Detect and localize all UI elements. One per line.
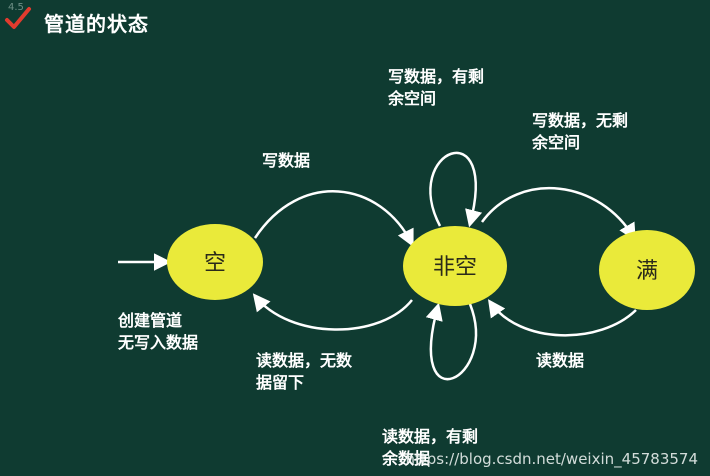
state-full-label: 满	[636, 259, 658, 284]
label-write-has-space-line1: 写数据，有剩	[388, 67, 485, 86]
arrow-write-nonempty-to-full	[480, 187, 636, 242]
label-create-line1: 创建管道	[118, 311, 183, 330]
watermark-url: https://blog.csdn.net/weixin_45783574	[405, 450, 698, 468]
label-create-pipe: 创建管道 无写入数据	[118, 310, 198, 354]
label-write-has-space-line2: 余空间	[388, 89, 437, 108]
label-write-data: 写数据	[262, 151, 311, 170]
label-read-has-remaining-line2: 余数据	[382, 449, 431, 468]
label-read-has-remaining-line1: 读数据，有剩	[382, 427, 479, 446]
check-icon	[5, 7, 31, 29]
label-write-no-space-line1: 写数据，无剩	[532, 111, 629, 130]
label-write-no-space-line2: 余空间	[532, 133, 581, 152]
state-nonempty-label: 非空	[433, 255, 477, 280]
label-read-no-data-line1: 读数据，无数	[256, 351, 353, 370]
state-full: 满	[599, 230, 695, 310]
arrow-read-full-to-nonempty	[487, 299, 637, 337]
arrow-read-nonempty-to-empty	[252, 293, 413, 331]
state-nonempty: 非空	[403, 226, 507, 306]
label-write-has-space: 写数据，有剩 余空间	[388, 66, 484, 110]
arrow-self-loop-write	[429, 151, 483, 228]
label-read-no-data-left: 读数据，无数 据留下	[256, 350, 352, 394]
arrow-self-loop-read	[425, 302, 478, 381]
label-write-no-space: 写数据，无剩 余空间	[532, 110, 628, 154]
state-empty-label: 空	[204, 251, 226, 276]
arrow-write-empty-to-nonempty	[253, 190, 414, 248]
state-empty: 空	[167, 224, 263, 300]
label-read-has-remaining: 读数据，有剩 余数据	[382, 426, 478, 470]
corner-mark: 4.5	[8, 2, 24, 13]
page-title: 管道的状态	[44, 12, 149, 36]
label-read-data: 读数据	[536, 351, 585, 370]
label-create-line2: 无写入数据	[118, 333, 199, 352]
label-read-no-data-line2: 据留下	[256, 373, 305, 392]
